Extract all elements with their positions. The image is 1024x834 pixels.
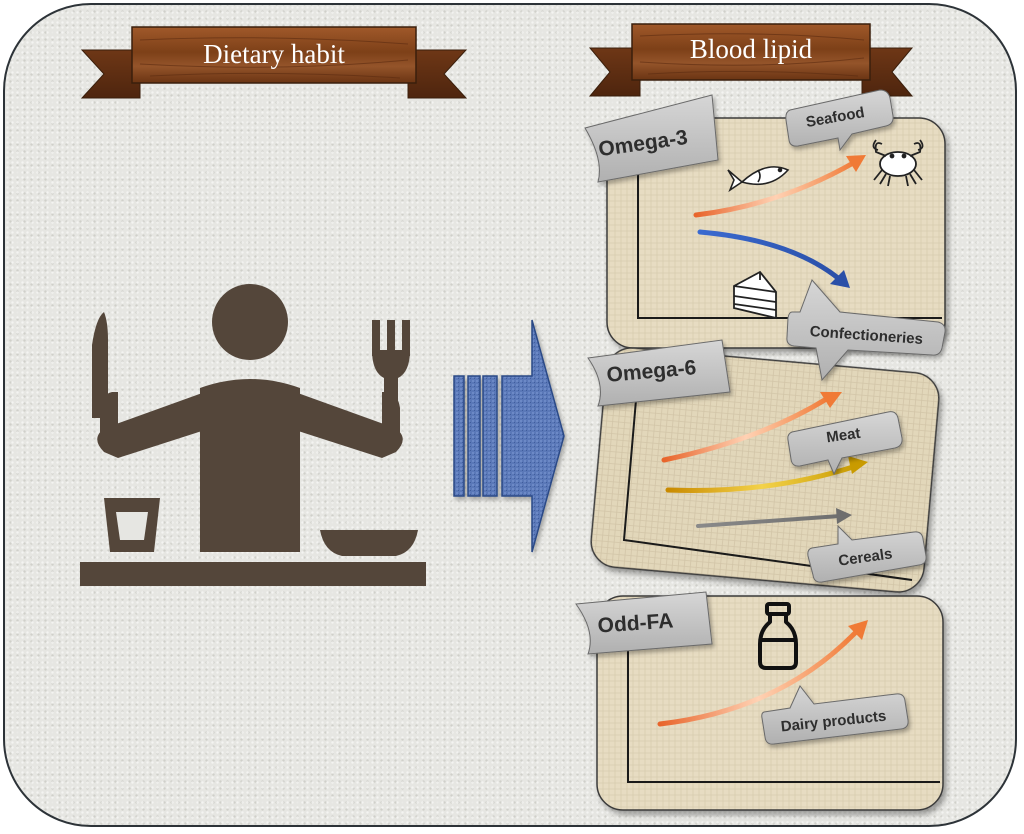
meat-label: Meat <box>825 425 861 447</box>
omega-6-orange-trend <box>661 395 831 463</box>
glass-icon <box>104 498 160 552</box>
omega-3-tag: Omega-3 <box>584 94 719 183</box>
odd-fa-axes <box>627 640 940 783</box>
blood-lipid-banner: Blood lipid <box>588 23 914 97</box>
odd-fa-panel: Odd-FA Dairy products <box>575 591 944 811</box>
blood-lipid-title: Blood lipid <box>690 34 813 64</box>
odd-fa-increase-trend <box>657 629 859 727</box>
omega-3-decrease-trend <box>697 229 841 281</box>
person-left-arm <box>97 392 205 458</box>
cake-slice-icon <box>733 270 777 320</box>
milk-bottle-icon <box>758 602 798 670</box>
cereals-callout: Cereals <box>807 524 927 583</box>
person-eating-icon <box>80 284 426 586</box>
omega-6-panel: Confectioneries Omega-6 Meat Cereals <box>587 279 946 593</box>
person-head <box>212 284 288 360</box>
omega-3-increase-trend <box>693 159 858 218</box>
fork-icon <box>372 320 410 418</box>
meat-callout: Meat <box>787 411 903 476</box>
odd-fa-label: Odd-FA <box>597 609 674 637</box>
dietary-habit-title: Dietary habit <box>203 39 345 69</box>
knife-icon <box>92 312 108 418</box>
dairy-products-callout: Dairy products <box>761 685 909 745</box>
omega-6-grey-trend <box>696 514 842 528</box>
omega-6-tag: Omega-6 <box>587 339 731 407</box>
seafood-callout: Seafood <box>785 89 894 152</box>
crab-icon <box>872 139 924 187</box>
person-right-arm <box>295 392 403 458</box>
flow-arrow <box>453 319 565 553</box>
omega-3-panel: Omega-3 Seafood <box>584 89 946 349</box>
bowl-icon <box>320 530 418 556</box>
table-surface <box>80 562 426 586</box>
confectioneries-callout: Confectioneries <box>786 279 946 382</box>
odd-fa-tag: Odd-FA <box>575 591 713 655</box>
person-torso <box>200 379 300 552</box>
dietary-habit-banner: Dietary habit <box>80 26 468 99</box>
fish-icon <box>727 166 790 193</box>
